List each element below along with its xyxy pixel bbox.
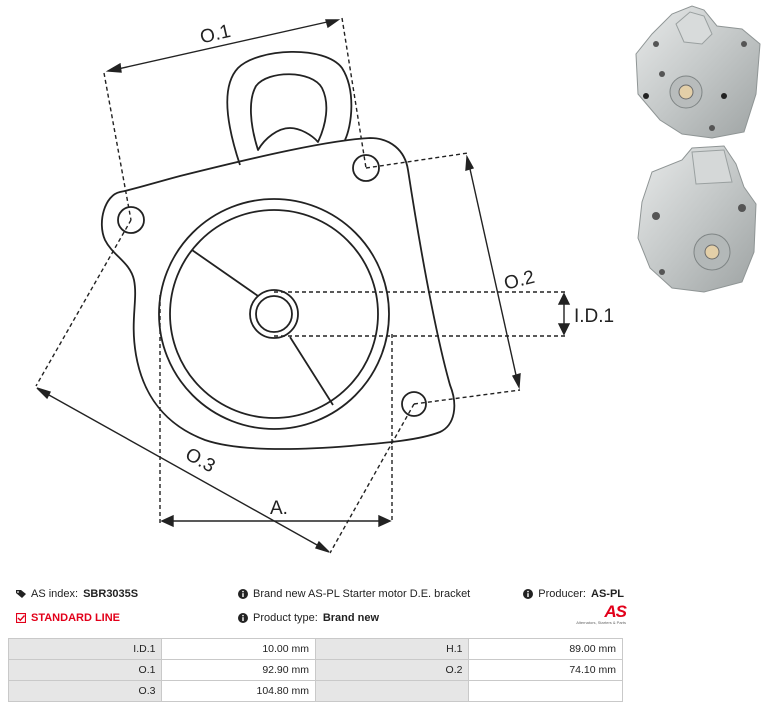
center-boss: [249, 289, 299, 339]
top-lug-slot: [250, 73, 328, 151]
as-index-label: AS index:: [31, 588, 79, 600]
spec-value: 10.00 mm: [161, 638, 317, 660]
spec-key: I.D.1: [7, 638, 163, 660]
mount-hole-left: [117, 206, 145, 234]
spec-value: [468, 680, 623, 702]
outer-ring: [158, 198, 390, 430]
as-pl-logo: AS Alternators, Starters & Parts: [564, 602, 627, 625]
table-row: O.3 104.80 mm: [7, 680, 623, 702]
as-index-value: SBR3035S: [83, 588, 139, 600]
logo-mark: AS: [604, 602, 627, 621]
spec-key: O.2: [315, 659, 470, 681]
label-o2: O.2: [502, 267, 537, 295]
inner-ring: [169, 209, 379, 419]
producer-value: AS-PL: [591, 588, 624, 600]
table-row: I.D.1 10.00 mm H.1 89.00 mm: [7, 638, 623, 660]
center-hole: [255, 295, 293, 333]
spec-key: [315, 680, 470, 702]
spec-key: O.1: [7, 659, 163, 681]
mount-hole-top-right: [352, 154, 380, 182]
spec-key: H.1: [315, 638, 470, 660]
sector-cut: [191, 249, 334, 406]
bracket-photo-front: [635, 5, 761, 139]
description-text: Brand new AS-PL Starter motor D.E. brack…: [253, 588, 471, 600]
producer: Producer: AS-PL: [523, 588, 624, 600]
spec-table: I.D.1 10.00 mm H.1 89.00 mm O.1 92.90 mm…: [7, 638, 623, 702]
spec-value: 92.90 mm: [161, 659, 317, 681]
info-icon: [238, 589, 248, 599]
mount-hole-bottom-right: [401, 391, 427, 417]
bracket-outline: [100, 137, 456, 450]
logo-tagline: Alternators, Starters & Parts: [576, 620, 626, 625]
check-square-icon: [16, 613, 26, 623]
spec-value: 74.10 mm: [468, 659, 623, 681]
tags-icon: [16, 590, 26, 598]
spec-key: O.3: [7, 680, 163, 702]
product-info: AS index: SBR3035S STANDARD LINE Brand n…: [14, 586, 627, 630]
product-type-label: Product type:: [253, 612, 318, 624]
label-a: A.: [270, 498, 288, 519]
table-row: O.1 92.90 mm O.2 74.10 mm: [7, 659, 623, 681]
standard-line-label: STANDARD LINE: [31, 612, 121, 624]
producer-label: Producer:: [538, 588, 586, 600]
product-type-value: Brand new: [322, 612, 380, 624]
as-index: AS index: SBR3035S: [16, 588, 138, 600]
standard-line: STANDARD LINE: [16, 612, 120, 624]
spec-value: 89.00 mm: [468, 638, 623, 660]
label-id1: I.D.1: [574, 306, 614, 327]
technical-drawing: O.1 O.2 O.3 I.D.1 A.: [35, 17, 614, 554]
info-icon: [238, 613, 248, 623]
bracket-photo-back: [637, 145, 757, 293]
spec-value: 104.80 mm: [161, 680, 317, 702]
product-photos: [635, 5, 761, 293]
product-type: Product type: Brand new: [238, 612, 379, 624]
description: Brand new AS-PL Starter motor D.E. brack…: [238, 588, 470, 600]
info-icon: [523, 589, 534, 599]
top-lug: [226, 50, 353, 166]
